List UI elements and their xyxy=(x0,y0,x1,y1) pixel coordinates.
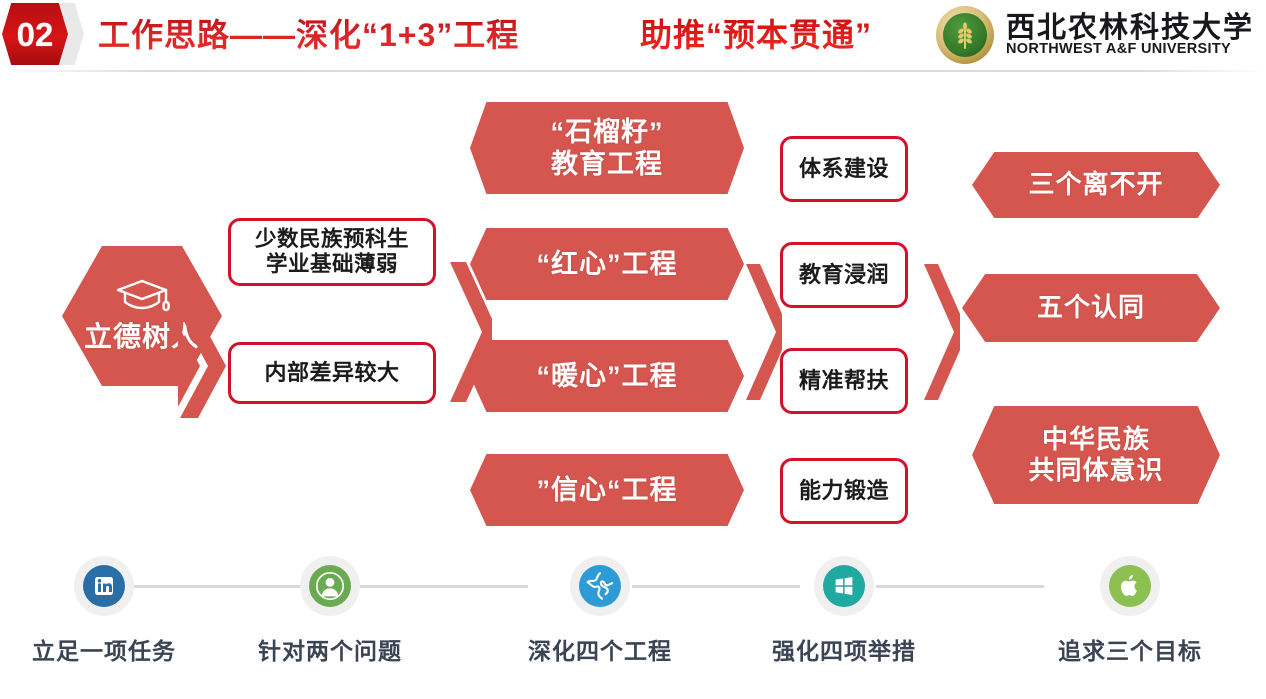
goal-banner-1[interactable]: 三个离不开 xyxy=(972,152,1220,218)
process-diagram: 立德树人 少数民族预科生 学业基础薄弱 内部差异较大 “石榴籽” 教育工程 xyxy=(0,72,1266,542)
university-logo xyxy=(936,6,994,64)
timeline-node-2[interactable]: 针对两个问题 xyxy=(258,556,401,664)
timeline-label-5: 追求三个目标 xyxy=(1058,638,1202,664)
goal-banner-3-label: 中华民族 共同体意识 xyxy=(1028,423,1164,485)
university-name-en: NORTHWEST A&F UNIVERSITY xyxy=(1006,41,1231,57)
university-name-cn: 西北农林科技大学 xyxy=(1006,10,1255,44)
goal-banner-2[interactable]: 五个认同 xyxy=(962,274,1220,342)
timeline-node-5[interactable]: 追求三个目标 xyxy=(1058,556,1201,664)
measure-box-1-label: 体系建设 xyxy=(798,156,889,182)
problem-box-1[interactable]: 少数民族预科生 学业基础薄弱 xyxy=(228,218,436,286)
timeline-track-2 xyxy=(360,585,528,588)
page-title: 工作思路——深化“1+3”工程 xyxy=(98,10,519,56)
measure-box-4[interactable]: 能力锻造 xyxy=(780,458,908,524)
globe-icon xyxy=(586,572,614,600)
project-banner-2[interactable]: “红心”工程 xyxy=(470,228,744,300)
timeline-node-5-disc xyxy=(1109,565,1151,607)
project-banner-1-label: “石榴籽” 教育工程 xyxy=(550,116,664,179)
timeline-node-3[interactable]: 深化四个工程 xyxy=(528,556,671,664)
timeline-node-3-disc xyxy=(579,565,621,607)
project-banner-3[interactable]: “暖心”工程 xyxy=(470,340,744,412)
timeline-node-1-disc xyxy=(83,565,125,607)
timeline-label-4: 强化四项举措 xyxy=(772,638,916,664)
problem-box-1-label: 少数民族预科生 学业基础薄弱 xyxy=(254,226,409,276)
problem-box-2[interactable]: 内部差异较大 xyxy=(228,342,436,404)
wheat-icon xyxy=(958,22,972,49)
measure-box-4-label: 能力锻造 xyxy=(798,478,889,504)
timeline-label-1: 立足一项任务 xyxy=(32,638,176,664)
person-circle-icon xyxy=(315,571,345,601)
goal-banner-1-label: 三个离不开 xyxy=(1028,169,1164,200)
summary-timeline: 立足一项任务 针对两个问题 xyxy=(0,548,1266,699)
timeline-node-1[interactable]: 立足一项任务 xyxy=(32,556,175,664)
windows-icon xyxy=(835,577,853,595)
measure-box-3-label: 精准帮扶 xyxy=(798,368,889,394)
goal-banner-3[interactable]: 中华民族 共同体意识 xyxy=(972,406,1220,504)
section-number-label: 02 xyxy=(16,15,54,53)
linkedin-icon xyxy=(95,577,113,595)
project-banner-3-label: “暖心”工程 xyxy=(536,360,678,391)
connector-double-chevron-1 xyxy=(178,308,238,424)
slide-header: 02 工作思路——深化“1+3”工程 助推“预本贯通” xyxy=(0,0,1266,72)
measure-box-1[interactable]: 体系建设 xyxy=(780,136,908,202)
graduation-cap-icon xyxy=(116,279,170,312)
timeline-label-3: 深化四个工程 xyxy=(528,638,672,664)
timeline-node-4[interactable]: 强化四项举措 xyxy=(772,556,915,664)
connector-single-chevron-4 xyxy=(922,260,960,404)
problem-box-2-label: 内部差异较大 xyxy=(264,360,400,386)
timeline-node-4-disc xyxy=(823,565,865,607)
section-number-badge xyxy=(2,3,68,65)
single-chevron-icon xyxy=(924,264,960,400)
apple-icon xyxy=(1120,575,1137,596)
timeline-track-1 xyxy=(134,585,302,588)
goal-banner-2-label: 五个认同 xyxy=(1036,292,1145,323)
timeline-node-2-disc xyxy=(309,565,351,607)
timeline-label-2: 针对两个问题 xyxy=(258,638,402,664)
measure-box-3[interactable]: 精准帮扶 xyxy=(780,348,908,414)
project-banner-1[interactable]: “石榴籽” 教育工程 xyxy=(470,102,744,194)
double-chevron-icon xyxy=(178,314,226,418)
project-banner-4-label: ”信心“工程 xyxy=(536,474,678,505)
single-chevron-icon xyxy=(746,264,782,400)
measure-box-2-label: 教育浸润 xyxy=(798,262,889,288)
timeline-track-4 xyxy=(876,585,1044,588)
project-banner-2-label: “红心”工程 xyxy=(536,248,678,279)
connector-single-chevron-3 xyxy=(744,260,782,404)
header-divider xyxy=(0,70,1266,72)
logo-inner-disc xyxy=(943,13,987,57)
project-banner-4[interactable]: ”信心“工程 xyxy=(470,454,744,526)
measure-box-2[interactable]: 教育浸润 xyxy=(780,242,908,308)
timeline-track-3 xyxy=(632,585,800,588)
page-subtitle: 助推“预本贯通” xyxy=(640,10,872,56)
